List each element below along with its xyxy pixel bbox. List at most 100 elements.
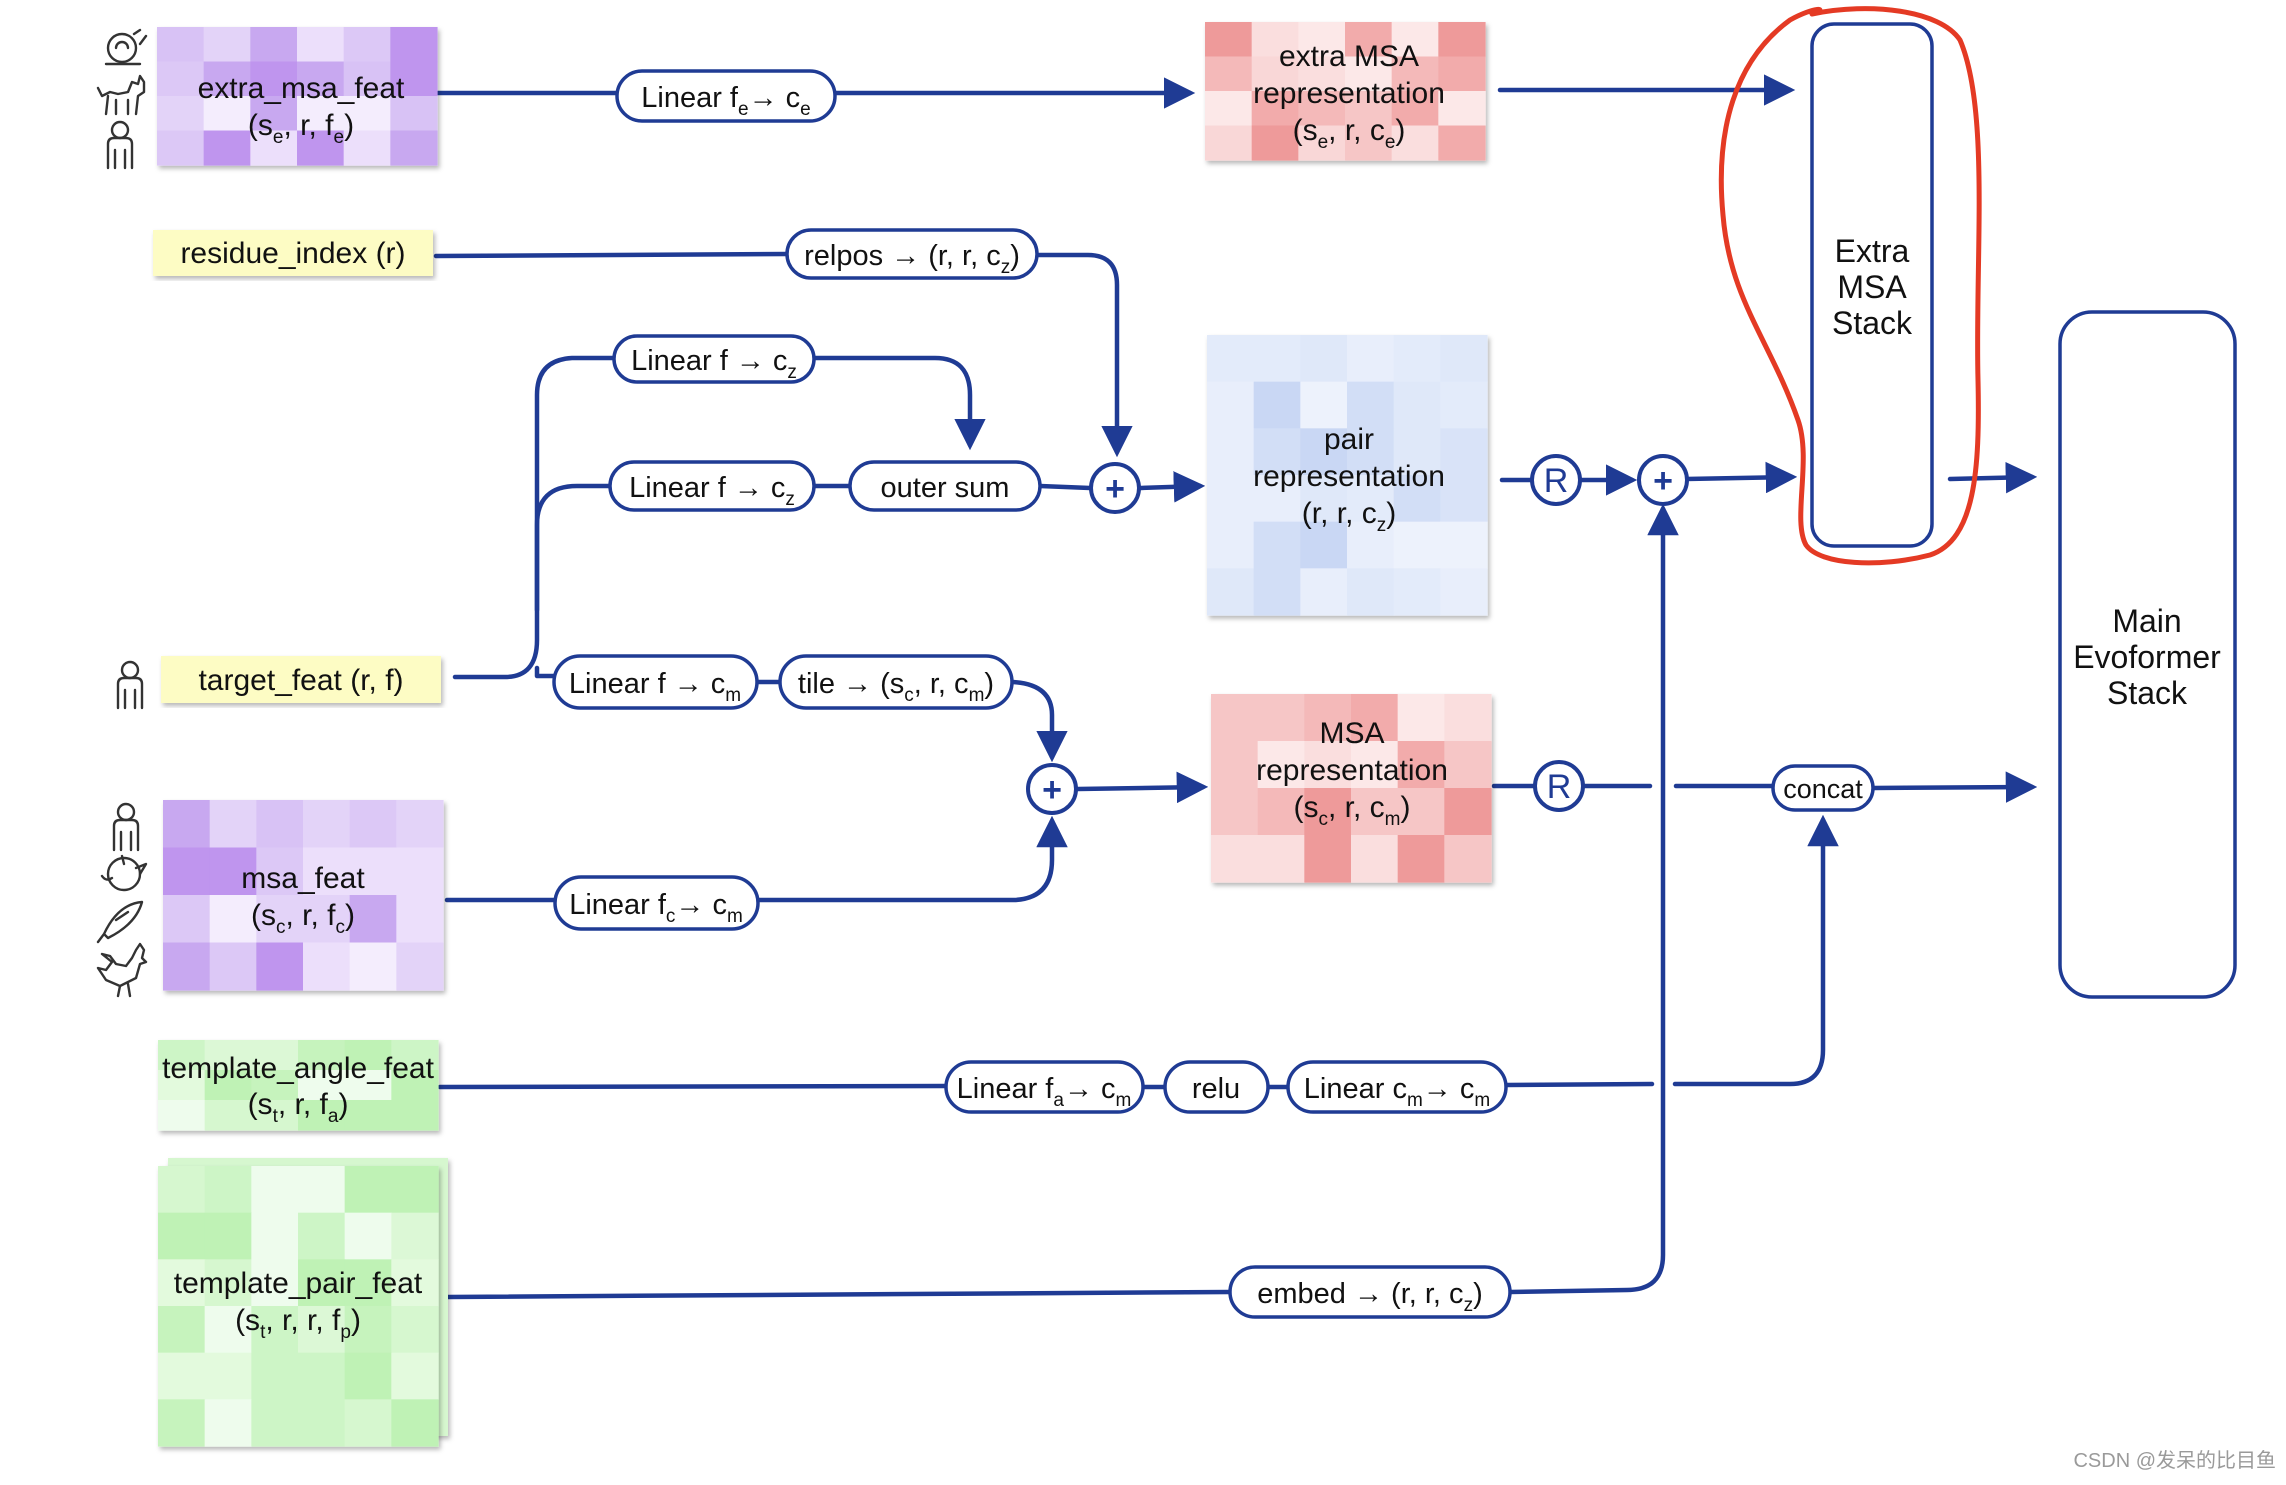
heatmap-cell — [158, 1306, 206, 1354]
heatmap-cell — [1251, 56, 1299, 92]
template-angle-feat-dims: (st, r, fa) — [248, 1088, 349, 1127]
heatmap-cell — [344, 1399, 392, 1447]
edge-tangle-to-linear — [437, 1083, 949, 1090]
heatmap-cell — [396, 942, 444, 991]
op-linear-f-cz-top: Linear f → cz — [612, 334, 816, 384]
svg-text:relpos → (r, r, cz): relpos → (r, r, cz) — [804, 240, 1020, 278]
op-linear-cm-cm: Linear cm→ cm — [1286, 1060, 1508, 1114]
heatmap-cell — [344, 1212, 392, 1260]
op-linear-fa-cm: Linear fa→ cm — [944, 1060, 1145, 1114]
heatmap-cell — [1347, 335, 1395, 383]
heatmap-cell — [1397, 835, 1445, 883]
edge-target-to-linear-mid — [534, 483, 613, 613]
heatmap-cell — [1304, 788, 1352, 836]
heatmap-cell — [344, 1306, 392, 1354]
heatmap-cell — [204, 1212, 252, 1260]
heatmap-cell — [1304, 741, 1352, 789]
heatmap-cell — [1257, 694, 1305, 742]
edge-extra-stack-to-evoformer — [1947, 461, 2038, 494]
pair-rep-line1: pair — [1324, 423, 1374, 456]
pair-rep-heatmap — [1207, 335, 1488, 616]
heatmap-cell — [203, 130, 251, 166]
heatmap-cell — [1391, 91, 1439, 127]
heatmap-cell — [1438, 91, 1486, 127]
edge-gap-to-concat-up — [1672, 814, 1839, 1087]
op-linear-fe-ce: Linear fe→ ce — [615, 69, 837, 123]
heatmap-cell — [391, 1306, 439, 1354]
heatmap-cell — [349, 895, 397, 944]
edge-relpos-to-plus — [1034, 252, 1133, 458]
heatmap-cell — [251, 1040, 299, 1071]
residue-index-label: residue_index (r) — [180, 237, 405, 270]
heatmap-cell — [203, 27, 251, 63]
heatmap-cell — [1440, 381, 1488, 429]
msa-feat-label: msa_feat — [241, 862, 365, 895]
heatmap-cell — [1253, 521, 1301, 569]
heatmap-cell — [1207, 521, 1255, 569]
heatmap-cell — [1440, 335, 1488, 383]
heatmap-cell — [1211, 741, 1259, 789]
heatmap-cell — [203, 61, 251, 97]
msa-feat-heatmap — [163, 800, 444, 991]
op-linear-f-cm: Linear f → cm — [552, 654, 759, 710]
heatmap-cell — [158, 1212, 206, 1260]
heatmap-cell — [391, 1352, 439, 1400]
target-feat-block: target_feat (r, f) — [161, 656, 441, 703]
edge-linear-cm-to-gap — [1503, 1081, 1655, 1088]
heatmap-cell — [1207, 381, 1255, 429]
svg-text:Linear cm→ cm: Linear cm→ cm — [1304, 1073, 1490, 1111]
residue-index-box — [153, 230, 433, 276]
heatmap-cell — [1347, 568, 1395, 616]
target-feat-box — [161, 656, 441, 703]
heatmap-cell — [298, 1259, 346, 1307]
heatmap-cell — [343, 61, 391, 97]
heatmap-cell — [1257, 835, 1305, 883]
heatmap-cell — [1205, 22, 1253, 58]
heatmap-cell — [1438, 125, 1486, 161]
edge-outer-to-plus — [1037, 483, 1093, 491]
op-linear-fc-cm: Linear fc→ cm — [553, 875, 760, 931]
svg-text:Linear f → cz: Linear f → cz — [631, 345, 797, 383]
heatmap-cell — [1347, 428, 1395, 476]
heatmap-cell — [251, 1070, 299, 1101]
heatmap-cell — [1257, 741, 1305, 789]
heatmap-cell — [298, 1040, 346, 1071]
heatmap-cell — [1393, 428, 1441, 476]
heatmap-cell — [1444, 835, 1492, 883]
op-tile: tile → (sc, r, cm) — [778, 654, 1014, 710]
heatmap-cell — [1440, 568, 1488, 616]
heatmap-cell — [209, 800, 257, 849]
heatmap-cell — [1438, 56, 1486, 92]
svg-text:R: R — [1544, 462, 1569, 500]
person-icon — [112, 802, 140, 852]
heatmap-cell — [1347, 381, 1395, 429]
heatmap-cell — [158, 1259, 206, 1307]
heatmap-cell — [1207, 335, 1255, 383]
heatmap-cell — [250, 130, 298, 166]
target-feat-label: target_feat (r, f) — [198, 664, 403, 697]
heatmap-cell — [209, 895, 257, 944]
heatmap-cell — [297, 96, 345, 132]
svg-text:concat: concat — [1783, 774, 1863, 804]
heatmap-cell — [203, 96, 251, 132]
svg-text:Extra: Extra — [1835, 233, 1910, 269]
msa-representation: MSA representation (sc, r, cm) — [1211, 694, 1492, 883]
template-angle-feat-heatmap — [158, 1040, 439, 1131]
heatmap-cell — [298, 1352, 346, 1400]
person-icon — [116, 660, 144, 710]
heatmap-cell — [349, 942, 397, 991]
svg-text:Stack: Stack — [1832, 305, 1913, 341]
svg-text:Linear fe→ ce: Linear fe→ ce — [641, 82, 810, 120]
template-angle-feat-block: template_angle_feat (st, r, fa) — [158, 1040, 439, 1131]
extra-msa-rep-dims: (se, r, ce) — [1293, 114, 1406, 153]
heatmap-cell — [251, 1259, 299, 1307]
svg-text:+: + — [1653, 462, 1673, 500]
extra-msa-rep-line1: extra MSA — [1279, 40, 1419, 73]
heatmap-cell — [1298, 125, 1346, 161]
msa-feat-dims: (sc, r, fc) — [251, 899, 355, 938]
heatmap-cell — [303, 942, 351, 991]
heatmap-cell — [297, 130, 345, 166]
heatmap-cell — [1251, 91, 1299, 127]
highlight-stroke — [1718, 6, 1982, 566]
